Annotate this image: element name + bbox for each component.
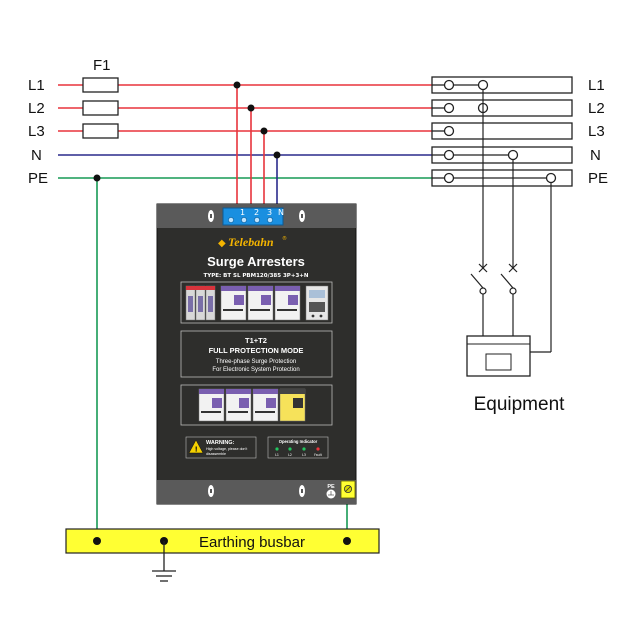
equipment: Equipment: [466, 335, 566, 415]
left-line-labels: L1 L2 L3 N PE: [28, 77, 48, 187]
fuse-label: F1: [93, 57, 111, 74]
indicator-led-l1: [275, 447, 279, 451]
device-type: TYPE: BT SL PBM120/385 3P+3+N: [204, 273, 309, 279]
indicator-label-l1: L1: [275, 453, 279, 457]
left-label-pe: PE: [28, 170, 48, 187]
mode-subtitle: FULL PROTECTION MODE: [209, 346, 304, 355]
left-label-l3: L3: [28, 123, 45, 140]
equipment-label: Equipment: [474, 394, 566, 415]
right-terminals: [431, 76, 573, 187]
terminal-num-2: 2: [254, 208, 259, 217]
fuses: F1: [82, 57, 119, 139]
earthing-busbar: Earthing busbar: [65, 528, 380, 582]
arrester-taps: [96, 85, 348, 541]
left-label-n: N: [31, 147, 42, 164]
indicator-label-fault: Fault: [314, 453, 322, 457]
indicator-led-fault: [316, 447, 320, 451]
switch-2-icon: [500, 263, 518, 336]
fuse-l2: [82, 100, 119, 116]
indicator-title: Operating Indicator: [279, 439, 318, 444]
surge-arrester-device: 1 2 3 N ◆ Telebahn ® Surge Arresters TYP…: [156, 203, 357, 505]
terminal-num-3: 3: [267, 208, 272, 217]
busbar-label: Earthing busbar: [199, 534, 305, 551]
svg-text:!: !: [195, 446, 198, 454]
indicator-led-l2: [288, 447, 292, 451]
main-lines: [58, 84, 432, 179]
bottom-mount-icon: [208, 485, 305, 497]
description-line-2: For Electronic System Protection: [212, 367, 299, 373]
counter-module: [305, 285, 329, 321]
lower-module-window: [180, 384, 333, 426]
warning-text-2: disassemble: [206, 452, 226, 456]
brand-logo: ◆ Telebahn ®: [218, 235, 287, 249]
operating-indicator: Operating Indicator L1 L2 L3 Fault: [267, 436, 329, 459]
device-bottom-strip: [157, 480, 356, 504]
terminal-num-n: N: [278, 208, 284, 217]
warning-triangle-icon: [188, 439, 204, 454]
terminal-num-1: 1: [240, 208, 245, 217]
indicator-led-l3: [302, 447, 306, 451]
right-label-pe: PE: [588, 170, 608, 187]
mode-title: T1+T2: [245, 336, 267, 345]
warning-text-1: High voltage, please don't: [206, 447, 247, 451]
terminal-block: 1 2 3 N: [222, 207, 284, 226]
device-body: [156, 203, 357, 505]
busbar-bar: [65, 528, 380, 554]
device-title: Surge Arresters: [207, 254, 305, 269]
switch-1-icon: [470, 263, 488, 336]
left-label-l2: L2: [28, 100, 45, 117]
right-label-l1: L1: [588, 77, 605, 94]
brand-name: Telebahn: [228, 235, 274, 249]
spd-modules: [220, 285, 301, 321]
fuse-l1: [82, 77, 119, 93]
brand-registered: ®: [282, 235, 287, 242]
right-label-n: N: [590, 147, 601, 164]
pe-terminal-label: PE: [327, 484, 335, 490]
equipment-wiring: [470, 89, 552, 353]
brand-flame-icon: ◆: [218, 238, 226, 249]
right-label-l3: L3: [588, 123, 605, 140]
fuse-l3: [82, 123, 119, 139]
indicator-label-l3: L3: [302, 453, 306, 457]
breaker-modules: [185, 285, 216, 321]
warning-title: WARNING:: [206, 440, 235, 446]
left-label-l1: L1: [28, 77, 45, 94]
description-line-1: Three-phase Surge Protection: [216, 359, 296, 365]
right-label-l2: L2: [588, 100, 605, 117]
top-mount-icon: [208, 210, 305, 222]
protection-mode-box: T1+T2 FULL PROTECTION MODE Three-phase S…: [180, 330, 333, 378]
earth-ground-icon: [152, 541, 176, 582]
right-line-labels: L1 L2 L3 N PE: [588, 77, 608, 187]
junction-dots: [93, 81, 281, 182]
warning-label: ! WARNING: High voltage, please don't di…: [185, 436, 257, 459]
upper-module-window: [180, 281, 333, 324]
indicator-label-l2: L2: [288, 453, 292, 457]
